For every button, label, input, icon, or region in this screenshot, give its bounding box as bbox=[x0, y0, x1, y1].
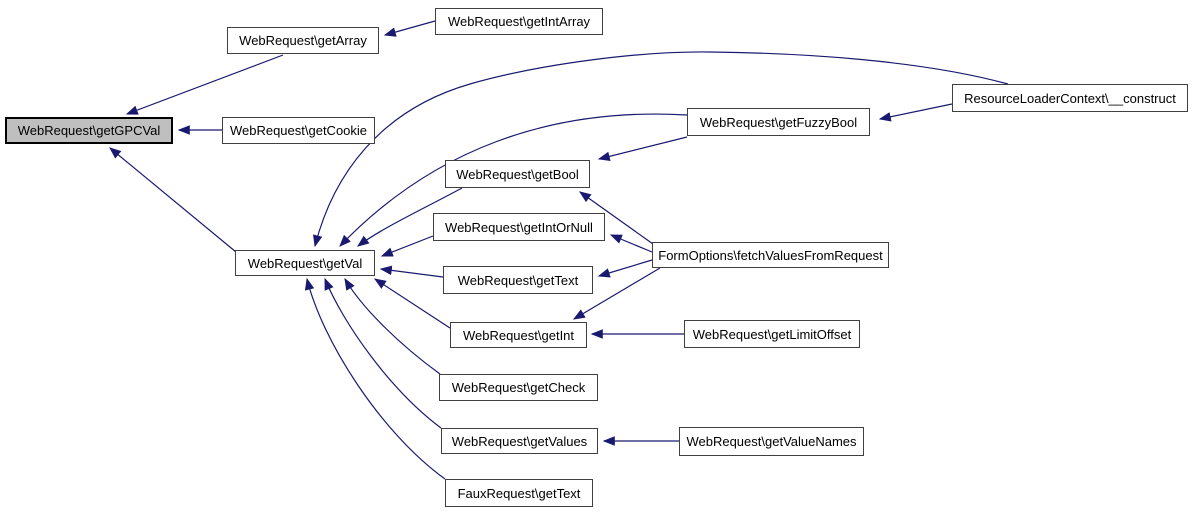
edge-getFuzzyBool-to-getVal bbox=[339, 113, 688, 247]
edge-getInt-to-getVal bbox=[373, 278, 451, 329]
edge-group bbox=[109, 20, 1009, 480]
node-webrequest-getgpcval: WebRequest\getGPCVal bbox=[5, 117, 173, 144]
edge-fetchValuesFromRequest-to-getInt bbox=[572, 267, 661, 320]
node-webrequest-getval[interactable]: WebRequest\getVal bbox=[235, 250, 375, 276]
edge-fetchValuesFromRequest-to-getText bbox=[597, 259, 653, 278]
edge-rlcConstruct-to-getFuzzyBool bbox=[878, 103, 953, 122]
edge-fetchValuesFromRequest-to-getIntOrNull bbox=[609, 234, 653, 253]
edge-getBool-to-getVal bbox=[357, 187, 463, 247]
node-webrequest-gettext[interactable]: WebRequest\getText bbox=[443, 266, 593, 294]
node-webrequest-getcookie[interactable]: WebRequest\getCookie bbox=[222, 117, 375, 144]
edge-getIntArray-to-getArray bbox=[383, 20, 436, 37]
edge-fetchValuesFromRequest-to-getBool bbox=[579, 191, 654, 245]
node-webrequest-getintarray[interactable]: WebRequest\getIntArray bbox=[435, 8, 603, 35]
node-webrequest-getarray[interactable]: WebRequest\getArray bbox=[227, 27, 379, 54]
node-resourceloadercontext-construct[interactable]: ResourceLoaderContext\__construct bbox=[952, 84, 1188, 112]
node-fauxrequest-gettext[interactable]: FauxRequest\getText bbox=[445, 479, 593, 507]
node-webrequest-getint[interactable]: WebRequest\getInt bbox=[450, 322, 587, 348]
node-webrequest-getcheck[interactable]: WebRequest\getCheck bbox=[439, 374, 598, 401]
edge-getIntOrNull-to-getVal bbox=[380, 235, 434, 257]
edge-getText-to-getVal bbox=[379, 265, 444, 278]
edge-fauxGetText-to-getVal bbox=[304, 277, 446, 480]
node-webrequest-getvaluenames[interactable]: WebRequest\getValueNames bbox=[679, 427, 864, 456]
node-webrequest-getfuzzybool[interactable]: WebRequest\getFuzzyBool bbox=[687, 108, 870, 136]
node-webrequest-getbool[interactable]: WebRequest\getBool bbox=[445, 160, 590, 188]
edge-getVal-to-getGPCVal bbox=[109, 147, 237, 253]
node-webrequest-getlimitoffset[interactable]: WebRequest\getLimitOffset bbox=[684, 320, 860, 348]
node-formoptions-fetchvaluesfromrequest[interactable]: FormOptions\fetchValuesFromRequest bbox=[652, 242, 889, 268]
edge-getFuzzyBool-to-getBool bbox=[597, 136, 688, 162]
edge-getArray-to-getGPCVal bbox=[125, 54, 284, 115]
edge-getCheck-to-getVal bbox=[344, 277, 441, 375]
edge-getValues-to-getVal bbox=[324, 277, 442, 429]
node-webrequest-getintornull[interactable]: WebRequest\getIntOrNull bbox=[433, 213, 605, 241]
node-webrequest-getvalues[interactable]: WebRequest\getValues bbox=[441, 428, 598, 454]
edge-rlcConstruct-to-getVal bbox=[313, 51, 1009, 248]
